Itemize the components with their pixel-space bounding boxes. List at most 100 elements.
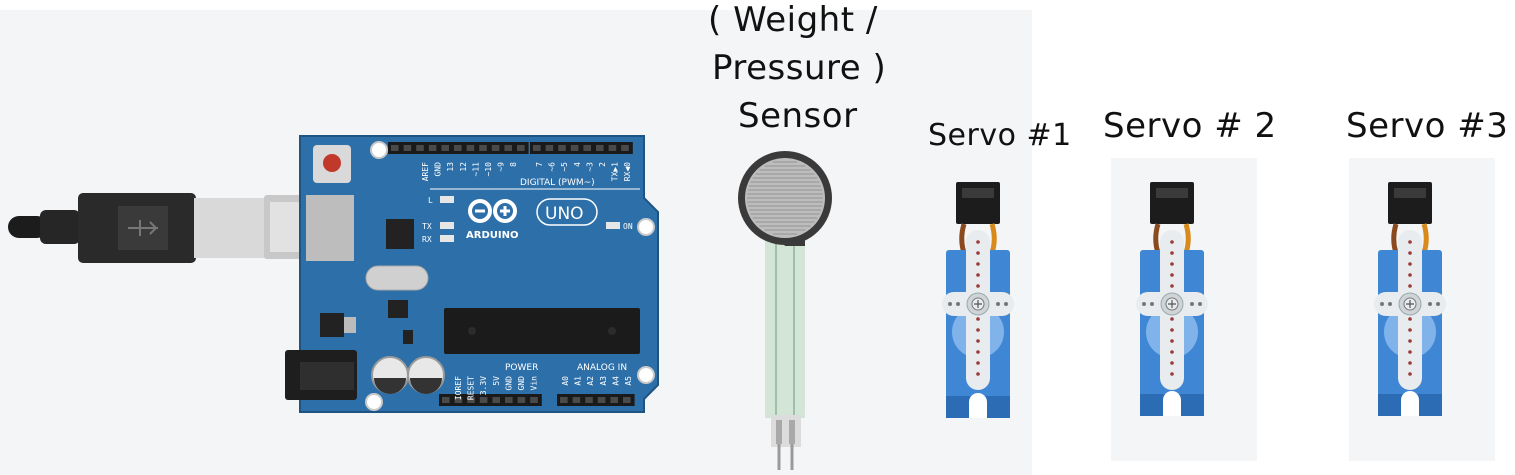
mounting-hole xyxy=(370,141,388,159)
model-label: UNO xyxy=(545,204,584,224)
pin-label: RESET xyxy=(467,376,476,400)
pin-label: 3.3V xyxy=(479,376,488,395)
pin-label: 8 xyxy=(509,162,518,167)
servo1-label: Servo #1 xyxy=(928,118,1072,153)
servo3-label: Servo #3 xyxy=(1346,106,1509,146)
pin-label: ~3 xyxy=(585,162,594,172)
led-l xyxy=(440,196,454,203)
sensor-label-line2: Pressure ) xyxy=(712,48,887,88)
pin-label: GND xyxy=(504,376,513,391)
pin-label: ~9 xyxy=(497,162,506,172)
digital-label: DIGITAL (PWM~) xyxy=(520,178,595,188)
header-pin[interactable] xyxy=(492,397,500,403)
header-pin[interactable] xyxy=(585,397,593,403)
servo2-label: Servo # 2 xyxy=(1103,106,1277,146)
usb-socket xyxy=(306,195,354,261)
led-tx xyxy=(440,222,454,229)
pin-label: ~6 xyxy=(548,162,557,172)
pin-label: A2 xyxy=(586,376,595,386)
header-pin[interactable] xyxy=(558,145,566,151)
header-pin[interactable] xyxy=(505,397,513,403)
header-pin[interactable] xyxy=(583,145,591,151)
header-pin[interactable] xyxy=(403,145,412,151)
sensor-label-line3: Sensor xyxy=(738,96,858,136)
header-pin[interactable] xyxy=(479,145,487,151)
led-l-label: L xyxy=(428,196,433,205)
header-pin[interactable] xyxy=(572,397,581,403)
header-pin[interactable] xyxy=(596,145,604,151)
pin-label: AREF xyxy=(421,162,430,181)
arduino-uno-board[interactable]: L TX RX ON ARDUINO UNO DIGITAL (PWM~) PO… xyxy=(285,135,659,413)
pin-label: 4 xyxy=(573,162,582,167)
power-label: POWER xyxy=(505,363,538,373)
usb-symbol-icon xyxy=(128,220,158,236)
pin-label: 12 xyxy=(459,162,468,172)
usb-chip xyxy=(386,219,414,249)
header-pin[interactable] xyxy=(441,145,449,151)
small-chip xyxy=(388,300,408,318)
servo-2[interactable] xyxy=(1136,182,1208,416)
header-pin[interactable] xyxy=(491,145,500,151)
led-tx-label: TX xyxy=(422,222,432,231)
header-pin[interactable] xyxy=(428,145,437,151)
atmega-chip xyxy=(444,308,640,354)
analog-label: ANALOG IN xyxy=(577,363,627,373)
sensor-grid xyxy=(747,161,823,235)
pin-label: RX◀0 xyxy=(623,162,632,181)
power-header[interactable] xyxy=(439,394,542,406)
header-pin[interactable] xyxy=(504,145,512,151)
header-pin[interactable] xyxy=(479,397,488,403)
header-pin[interactable] xyxy=(416,145,424,151)
header-pin[interactable] xyxy=(545,145,554,151)
header-pin[interactable] xyxy=(530,397,538,403)
pin-label: IOREF xyxy=(454,376,463,400)
pin-label: ~5 xyxy=(560,162,569,172)
led-on xyxy=(606,222,620,229)
pin-label: GND xyxy=(517,376,526,391)
header-pin[interactable] xyxy=(517,145,525,151)
header-pin[interactable] xyxy=(517,397,526,403)
mounting-hole xyxy=(365,393,383,411)
header-pin[interactable] xyxy=(623,397,631,403)
header-pin[interactable] xyxy=(610,397,618,403)
pin-label: ~11 xyxy=(471,162,480,177)
header-pin[interactable] xyxy=(608,145,617,151)
header-pin[interactable] xyxy=(454,145,462,151)
servo-3[interactable] xyxy=(1374,182,1446,416)
led-rx xyxy=(440,235,454,242)
header-pin[interactable] xyxy=(533,145,541,151)
force-sensor[interactable] xyxy=(738,151,832,470)
sensor-label-line1: ( Weight / xyxy=(708,0,878,40)
header-pin[interactable] xyxy=(391,145,399,151)
digital-header[interactable] xyxy=(388,142,633,154)
regulator xyxy=(320,313,344,337)
led-rx-label: RX xyxy=(422,235,432,244)
crystal xyxy=(365,265,429,291)
reset-button-cap xyxy=(323,154,341,172)
pin-label: 2 xyxy=(598,162,607,167)
pin-label: 13 xyxy=(446,162,455,172)
pin-label: A3 xyxy=(599,376,608,386)
mounting-hole xyxy=(637,218,655,236)
header-pin[interactable] xyxy=(466,145,475,151)
led-on-label: ON xyxy=(623,222,633,231)
pin-label: 5V xyxy=(492,376,501,386)
pin-label: TX▶1 xyxy=(611,162,620,181)
header-pin[interactable] xyxy=(597,397,606,403)
header-pin[interactable] xyxy=(467,397,475,403)
header-pin[interactable] xyxy=(570,145,579,151)
arduino-logo-icon xyxy=(468,199,517,223)
header-pin[interactable] xyxy=(621,145,629,151)
analog-header[interactable] xyxy=(557,394,635,406)
brand-label: ARDUINO xyxy=(466,230,518,241)
servo-1[interactable] xyxy=(942,182,1014,418)
header-pin[interactable] xyxy=(560,397,568,403)
header-pin[interactable] xyxy=(442,397,450,403)
uno-badge xyxy=(536,198,598,226)
header-pin[interactable] xyxy=(454,397,463,403)
pin-label: A4 xyxy=(611,376,620,386)
